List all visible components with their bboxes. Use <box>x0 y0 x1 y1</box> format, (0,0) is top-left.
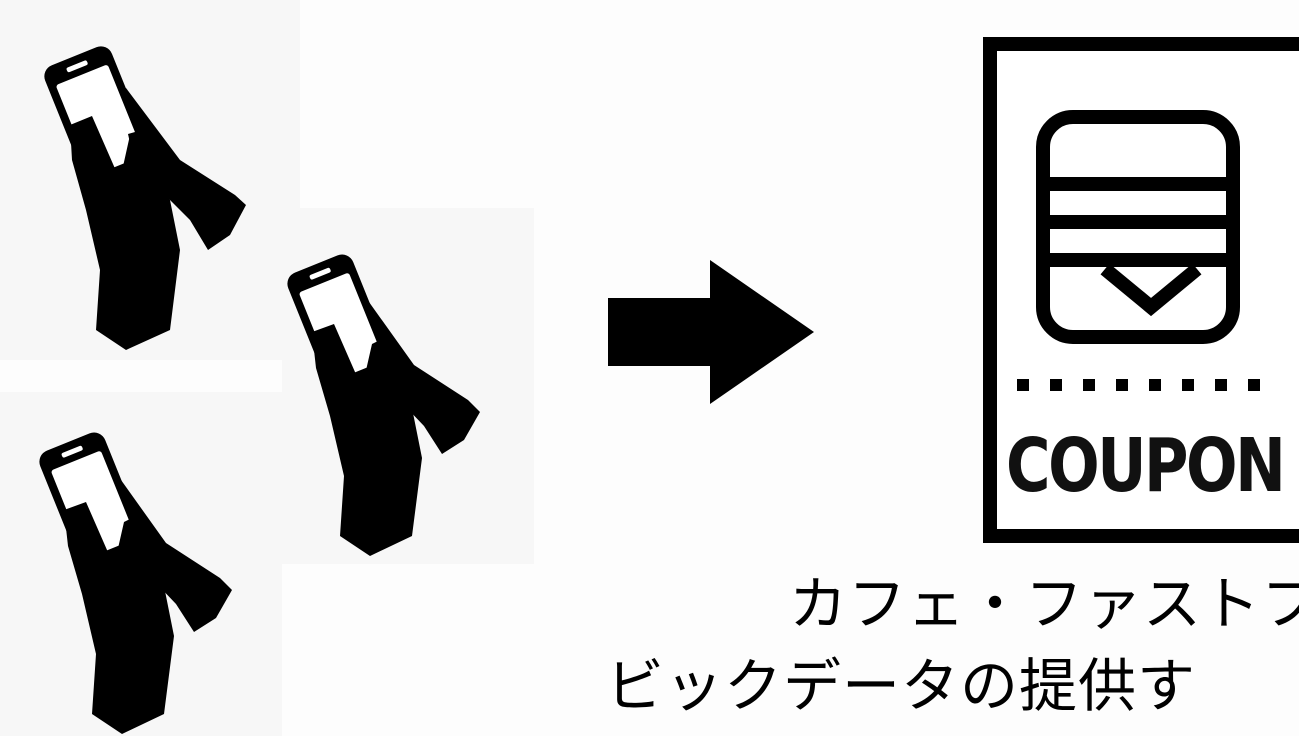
hand-holding-smartphone-icon <box>30 30 250 350</box>
caption-line-1: カフェ・ファストフー <box>789 568 1299 640</box>
hand-holding-smartphone-icon <box>34 418 244 736</box>
coupon-label: COUPON <box>1006 416 1244 516</box>
right-arrow-icon <box>608 260 814 404</box>
hand-holding-smartphone-icon <box>282 240 492 560</box>
caption-line-2: ビックデータの提供す <box>606 650 1196 722</box>
